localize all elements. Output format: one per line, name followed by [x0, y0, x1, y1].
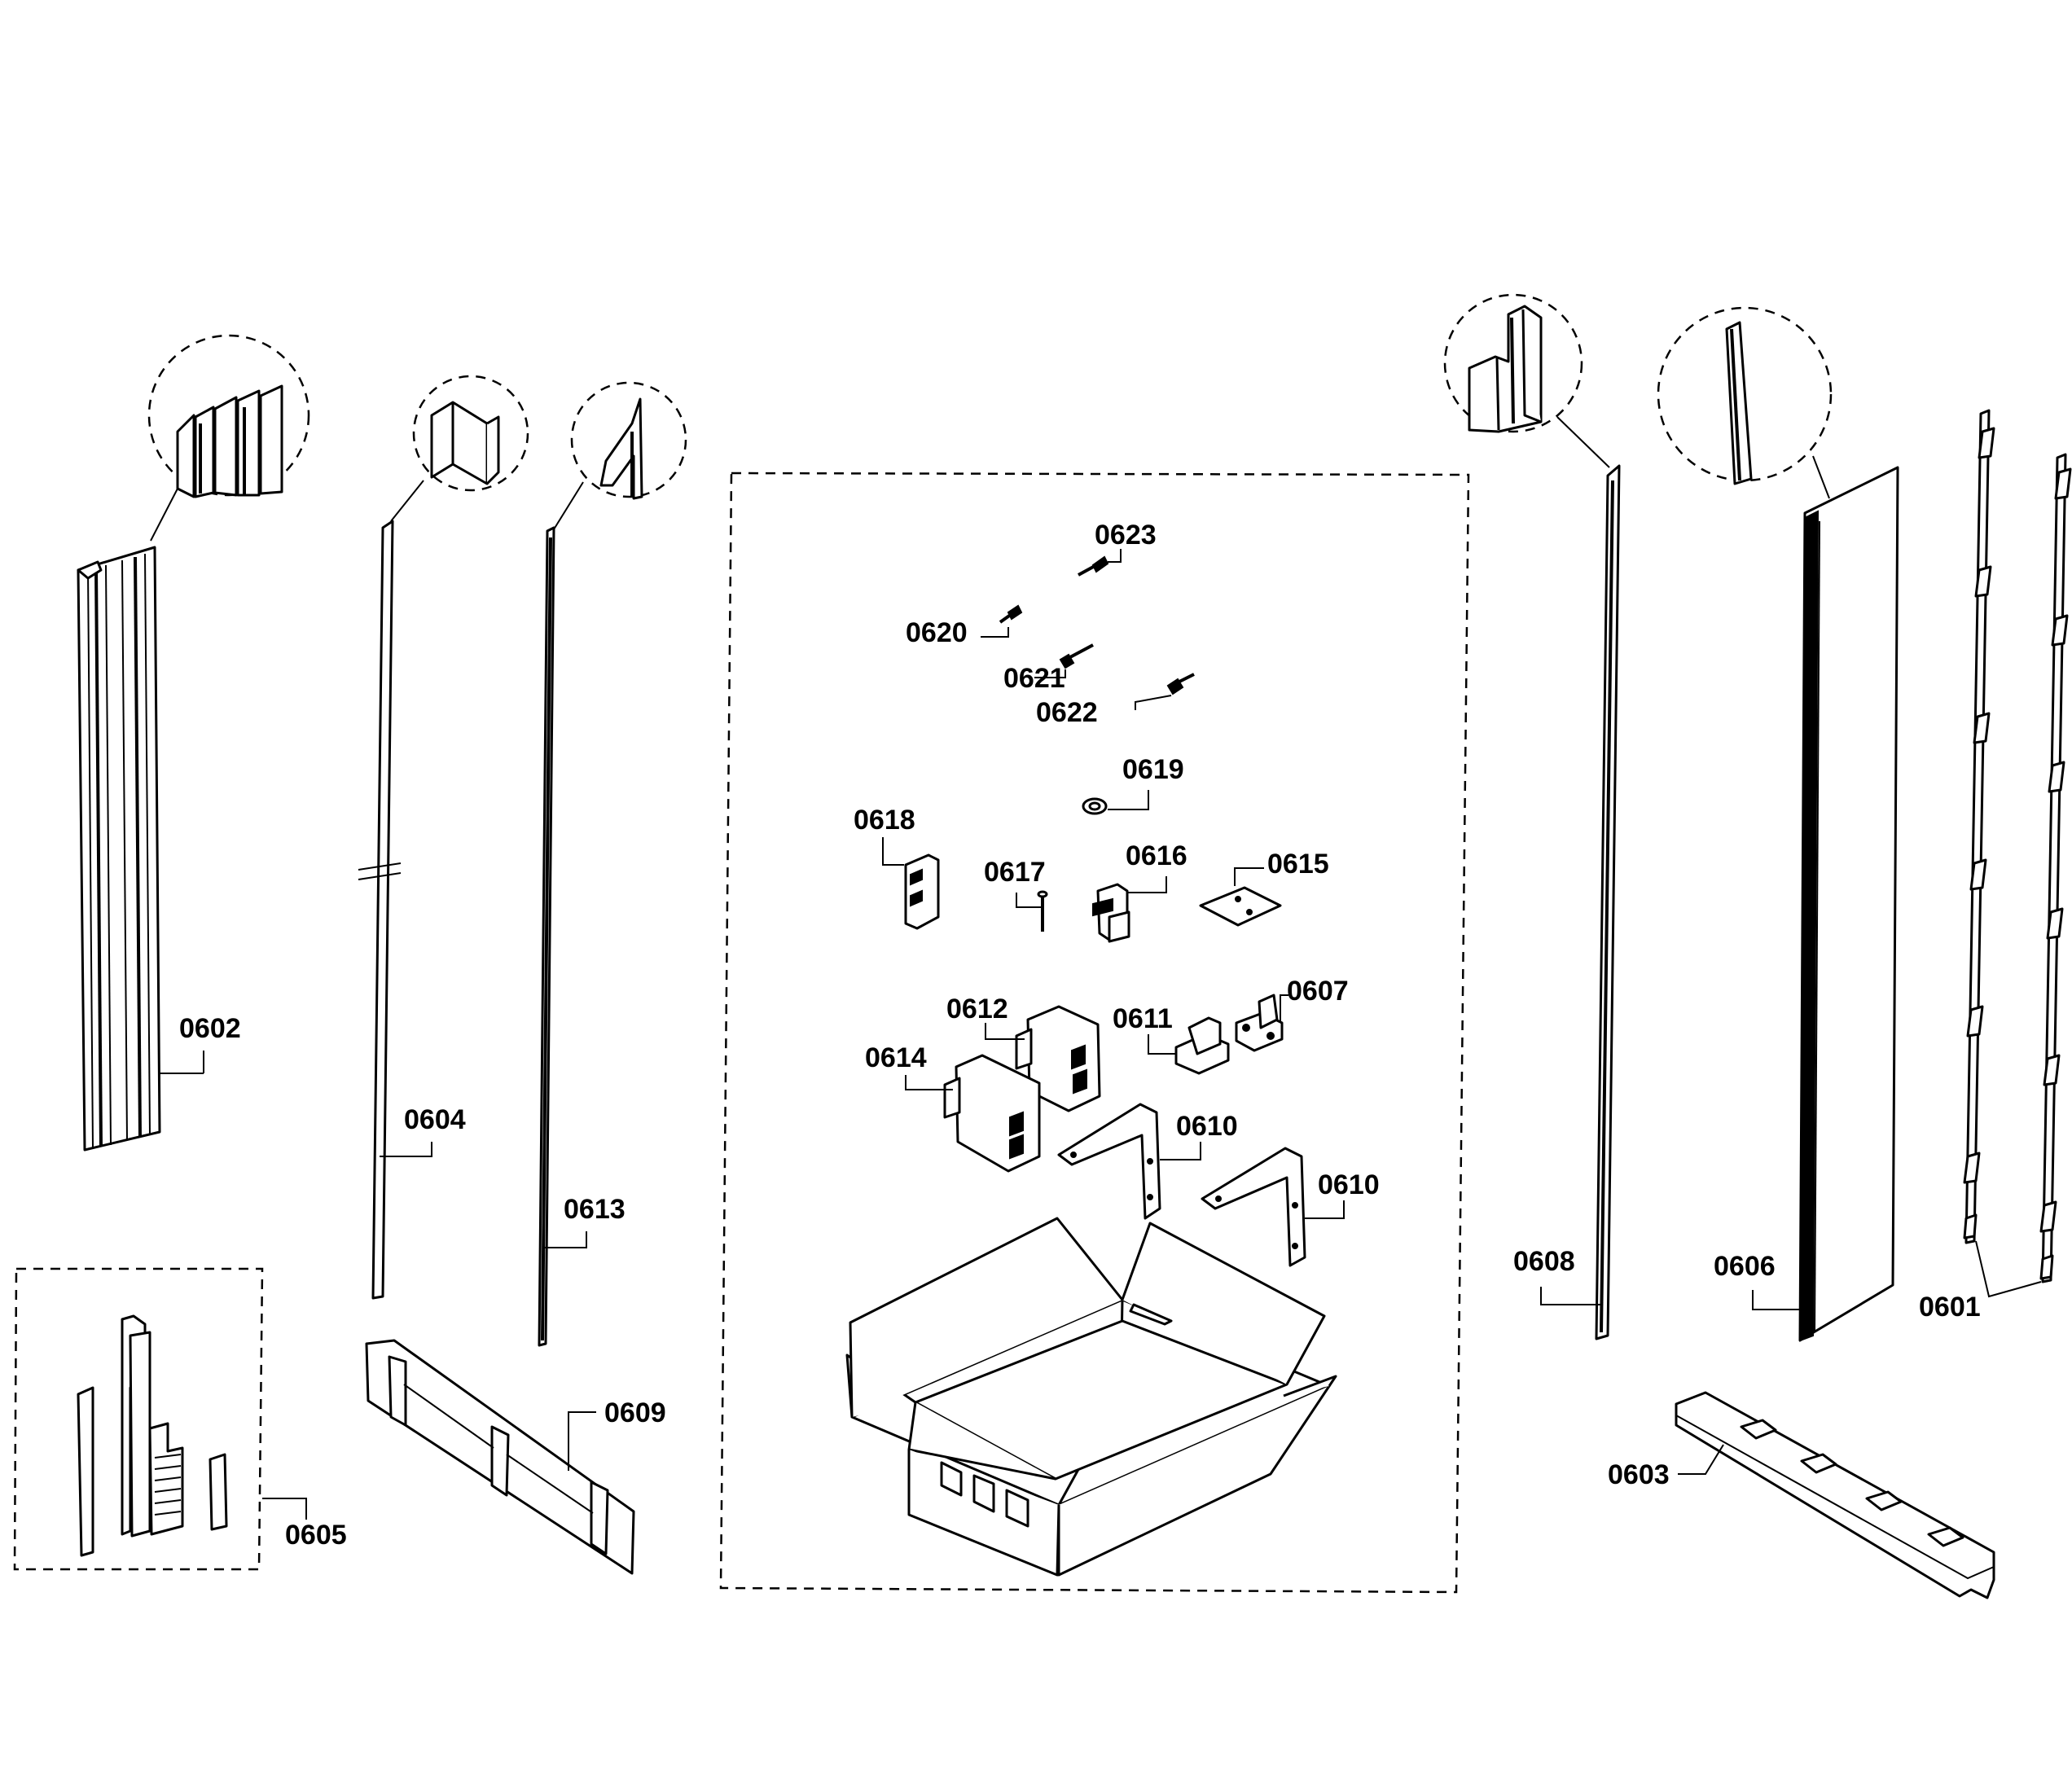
part-0613-rod[interactable]	[538, 526, 555, 1347]
label-0612: 0612	[946, 994, 1008, 1024]
pin-0617[interactable]	[1037, 890, 1048, 932]
latch-0616[interactable]	[1092, 883, 1130, 943]
leader-0613	[544, 1231, 587, 1248]
leader-0606	[1752, 1290, 1800, 1310]
label-0603: 0603	[1608, 1459, 1670, 1490]
label-0622: 0622	[1036, 697, 1098, 728]
screw-0622[interactable]	[1166, 673, 1195, 695]
label-0614: 0614	[865, 1042, 927, 1073]
leader-0617	[1016, 893, 1043, 908]
screw-0623[interactable]	[1078, 555, 1109, 577]
part-0608-strip[interactable]	[1595, 464, 1621, 1340]
leader-0604	[380, 1142, 432, 1157]
label-0602: 0602	[179, 1013, 241, 1044]
label-0604: 0604	[404, 1104, 466, 1135]
leader-0610b	[1305, 1200, 1345, 1219]
part-0609-panel[interactable]	[365, 1339, 635, 1575]
bracket-0618[interactable]	[904, 853, 940, 930]
label-0610a: 0610	[1176, 1111, 1238, 1142]
leader-0612	[985, 1023, 1025, 1040]
label-0620: 0620	[906, 617, 968, 648]
label-0611: 0611	[1113, 1003, 1173, 1034]
part-0613-detail	[553, 381, 687, 530]
part-0601-rail-a[interactable]	[1963, 409, 1995, 1244]
leader-0616	[1127, 876, 1167, 893]
label-0619: 0619	[1122, 754, 1184, 785]
label-0608: 0608	[1513, 1246, 1575, 1277]
leader-0603	[1678, 1444, 1724, 1475]
block-0611[interactable]	[1174, 1016, 1230, 1075]
leader-0623	[1108, 549, 1122, 563]
label-0615: 0615	[1267, 849, 1329, 880]
part-0604-detail	[390, 375, 529, 522]
part-0606-panel[interactable]	[1798, 466, 1899, 1342]
label-0613: 0613	[564, 1194, 626, 1225]
bracket-0612[interactable]	[1015, 1005, 1101, 1112]
leader-0608	[1540, 1287, 1601, 1305]
screw-0620[interactable]	[999, 604, 1023, 624]
leader-0611	[1148, 1034, 1176, 1055]
clip-0607[interactable]	[1235, 994, 1284, 1052]
part-0604-strip[interactable]	[358, 520, 402, 1300]
part-0605-kit[interactable]	[77, 1314, 228, 1557]
bracket-0614[interactable]	[943, 1054, 1041, 1173]
part-0601-rail-b[interactable]	[2039, 453, 2072, 1283]
part-0602-channel[interactable]	[77, 546, 161, 1152]
leader-0609	[568, 1411, 596, 1471]
plate-0615[interactable]	[1199, 886, 1282, 927]
label-0606: 0606	[1714, 1251, 1776, 1282]
hardware-kit-box	[719, 472, 1470, 1594]
screw-0621[interactable]	[1059, 643, 1094, 669]
leader-0607	[1280, 994, 1288, 1021]
part-0602-detail	[147, 334, 310, 542]
label-0607: 0607	[1287, 976, 1349, 1007]
label-0616: 0616	[1126, 840, 1187, 871]
leader-0615	[1234, 867, 1264, 886]
label-0601: 0601	[1919, 1292, 1981, 1323]
leader-0621	[1034, 669, 1066, 678]
label-0610b: 0610	[1318, 1169, 1380, 1200]
corner-bracket-0610-a[interactable]	[1057, 1103, 1161, 1220]
label-0605: 0605	[285, 1520, 347, 1551]
kit-0605-box	[13, 1267, 264, 1571]
washer-0619[interactable]	[1082, 797, 1108, 815]
label-0609: 0609	[604, 1397, 666, 1428]
packaging-box	[845, 1217, 1337, 1577]
leader-0610a	[1160, 1142, 1201, 1160]
label-0621: 0621	[1003, 663, 1065, 694]
leader-0618	[882, 837, 904, 866]
leader-0605	[262, 1498, 307, 1520]
leader-0619	[1108, 790, 1149, 810]
label-0617: 0617	[984, 857, 1046, 888]
label-0623: 0623	[1095, 520, 1157, 551]
leader-0620	[981, 627, 1009, 638]
part-0606-detail	[1657, 306, 1833, 499]
part-0608-detail	[1443, 293, 1610, 468]
leader-0601	[1975, 1240, 2042, 1298]
corner-bracket-0610-b[interactable]	[1201, 1147, 1306, 1267]
label-0618: 0618	[854, 805, 915, 836]
leader-0614	[905, 1075, 953, 1090]
leader-0622	[1135, 695, 1172, 710]
part-0603-base-rail[interactable]	[1675, 1391, 1995, 1599]
